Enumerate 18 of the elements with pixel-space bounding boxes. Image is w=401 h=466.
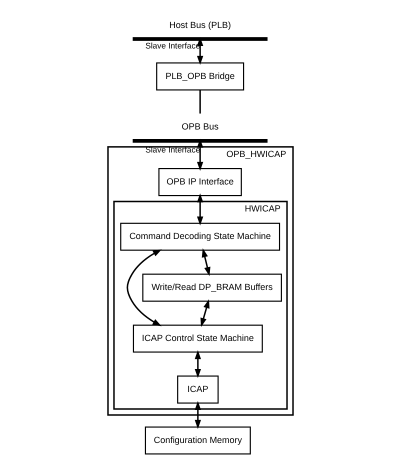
node-box: PLB_OPB Bridge <box>156 62 244 90</box>
arrow <box>194 401 202 429</box>
node-text: Host Bus (PLB) <box>169 20 232 30</box>
node-text: OPB Bus <box>182 122 219 132</box>
node-box: Configuration Memory <box>144 426 251 455</box>
arrow <box>196 138 204 171</box>
arrow <box>202 248 210 276</box>
node-box: Write/Read DP_BRAM Buffers <box>142 274 282 302</box>
arrow <box>196 193 204 226</box>
node-box: ICAP Control State Machine <box>132 324 263 353</box>
node-box: OPB IP Interface <box>158 168 242 196</box>
arrow <box>126 249 162 326</box>
arrow <box>194 350 202 378</box>
node-box: Command Decoding State Machine <box>120 222 280 251</box>
connector <box>199 90 201 114</box>
node-box: ICAP <box>177 376 219 404</box>
arrow <box>196 36 204 65</box>
arrow <box>200 299 210 327</box>
